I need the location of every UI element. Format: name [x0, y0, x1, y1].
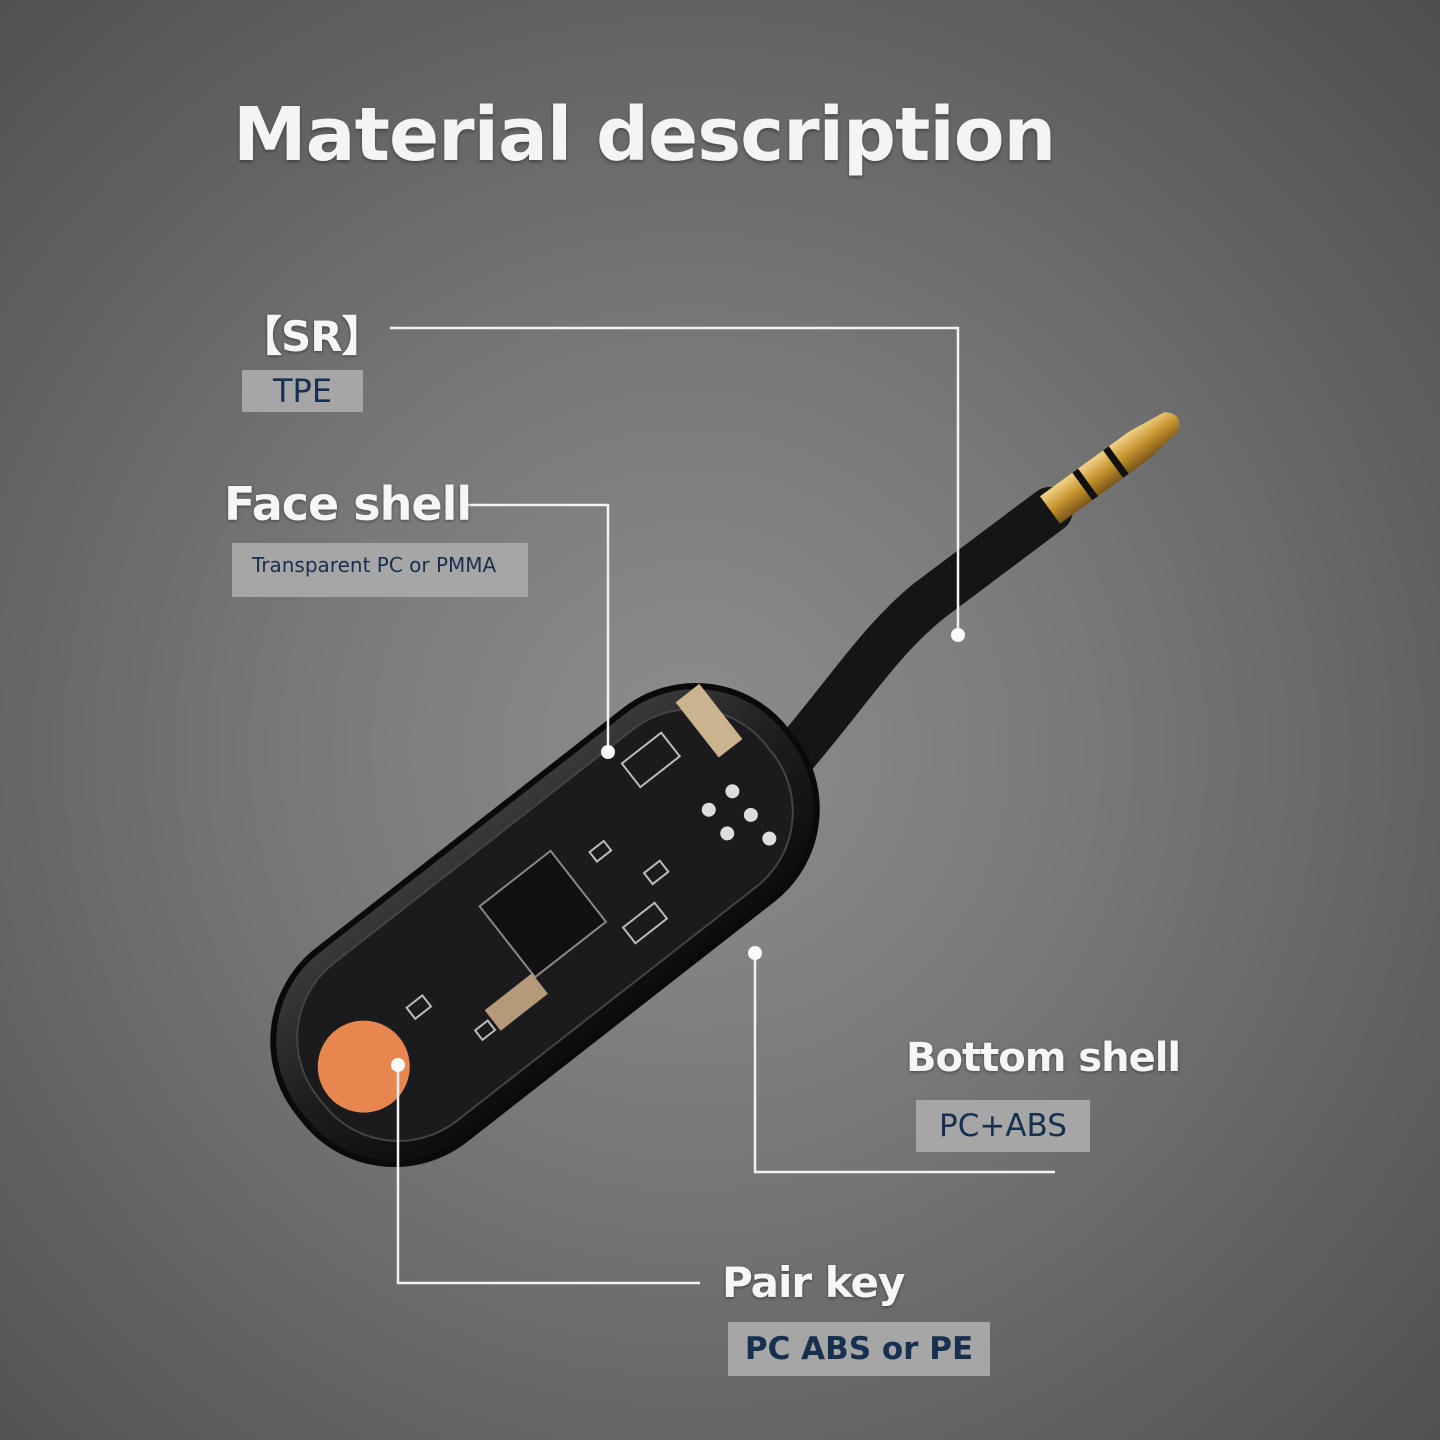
- callout-bottom-shell-title: Bottom shell: [906, 1035, 1181, 1081]
- chip: [478, 849, 608, 979]
- callout-pair-key-material: PC ABS or PE: [728, 1322, 990, 1376]
- callout-sr-title: 【SR】: [240, 312, 384, 361]
- page-title: Material description: [233, 92, 1056, 178]
- cable: [767, 487, 1073, 783]
- pair-key-button: [317, 1020, 410, 1113]
- callout-face-shell-material: Transparent PC or PMMA: [232, 543, 528, 597]
- audio-plug: [1040, 412, 1180, 524]
- callout-bottom-shell-material: PC+ABS: [916, 1100, 1090, 1152]
- callout-pair-key-title: Pair key: [722, 1258, 905, 1307]
- device-body: [270, 683, 820, 1167]
- callout-face-shell-title: Face shell: [224, 477, 472, 531]
- leader-lines: [390, 326, 1055, 1285]
- leader-dots: [391, 628, 965, 1072]
- callout-sr-material: TPE: [242, 370, 363, 412]
